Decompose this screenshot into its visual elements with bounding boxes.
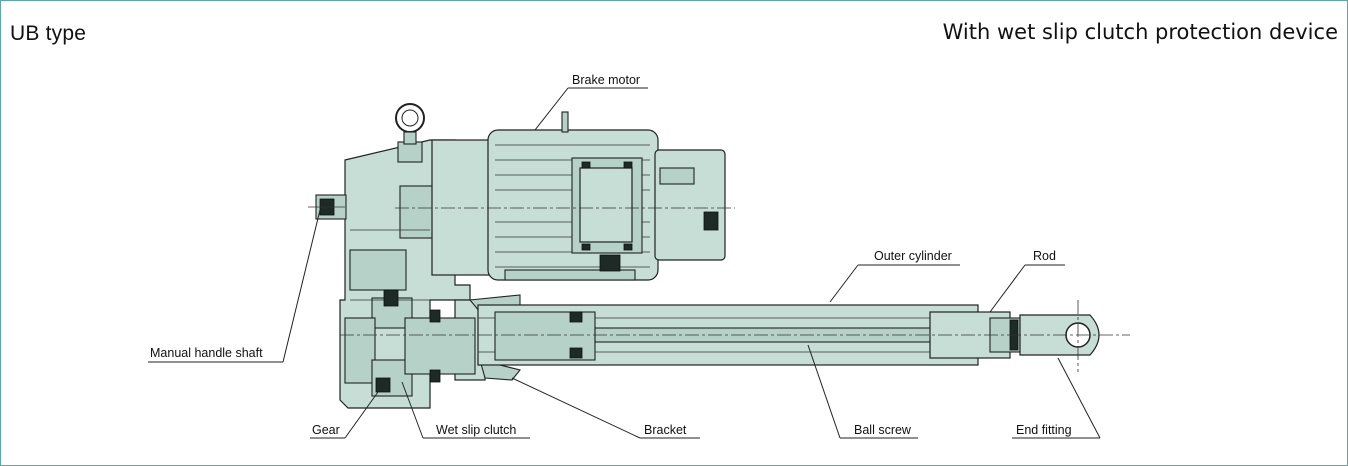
rod-label: Rod [1033, 249, 1056, 263]
wet-slip-clutch-label: Wet slip clutch [436, 423, 516, 437]
type-title: UB type [10, 22, 87, 45]
brake-motor [395, 111, 735, 281]
end-fitting-label: End fitting [1016, 423, 1072, 437]
gear-label: Gear [312, 423, 340, 437]
cylinder-assembly [340, 289, 1130, 393]
lifting-eye-bolt [395, 103, 425, 145]
brake-motor-label: Brake motor [572, 73, 640, 87]
ball-screw-label: Ball screw [854, 423, 912, 437]
manual-handle-shaft-label: Manual handle shaft [150, 346, 263, 360]
device-title: With wet slip clutch protection device [942, 20, 1338, 44]
bracket-label: Bracket [644, 423, 687, 437]
callout-leaders [148, 87, 1101, 439]
outer-cylinder-label: Outer cylinder [874, 249, 952, 263]
manual-handle-shaft [308, 194, 347, 220]
